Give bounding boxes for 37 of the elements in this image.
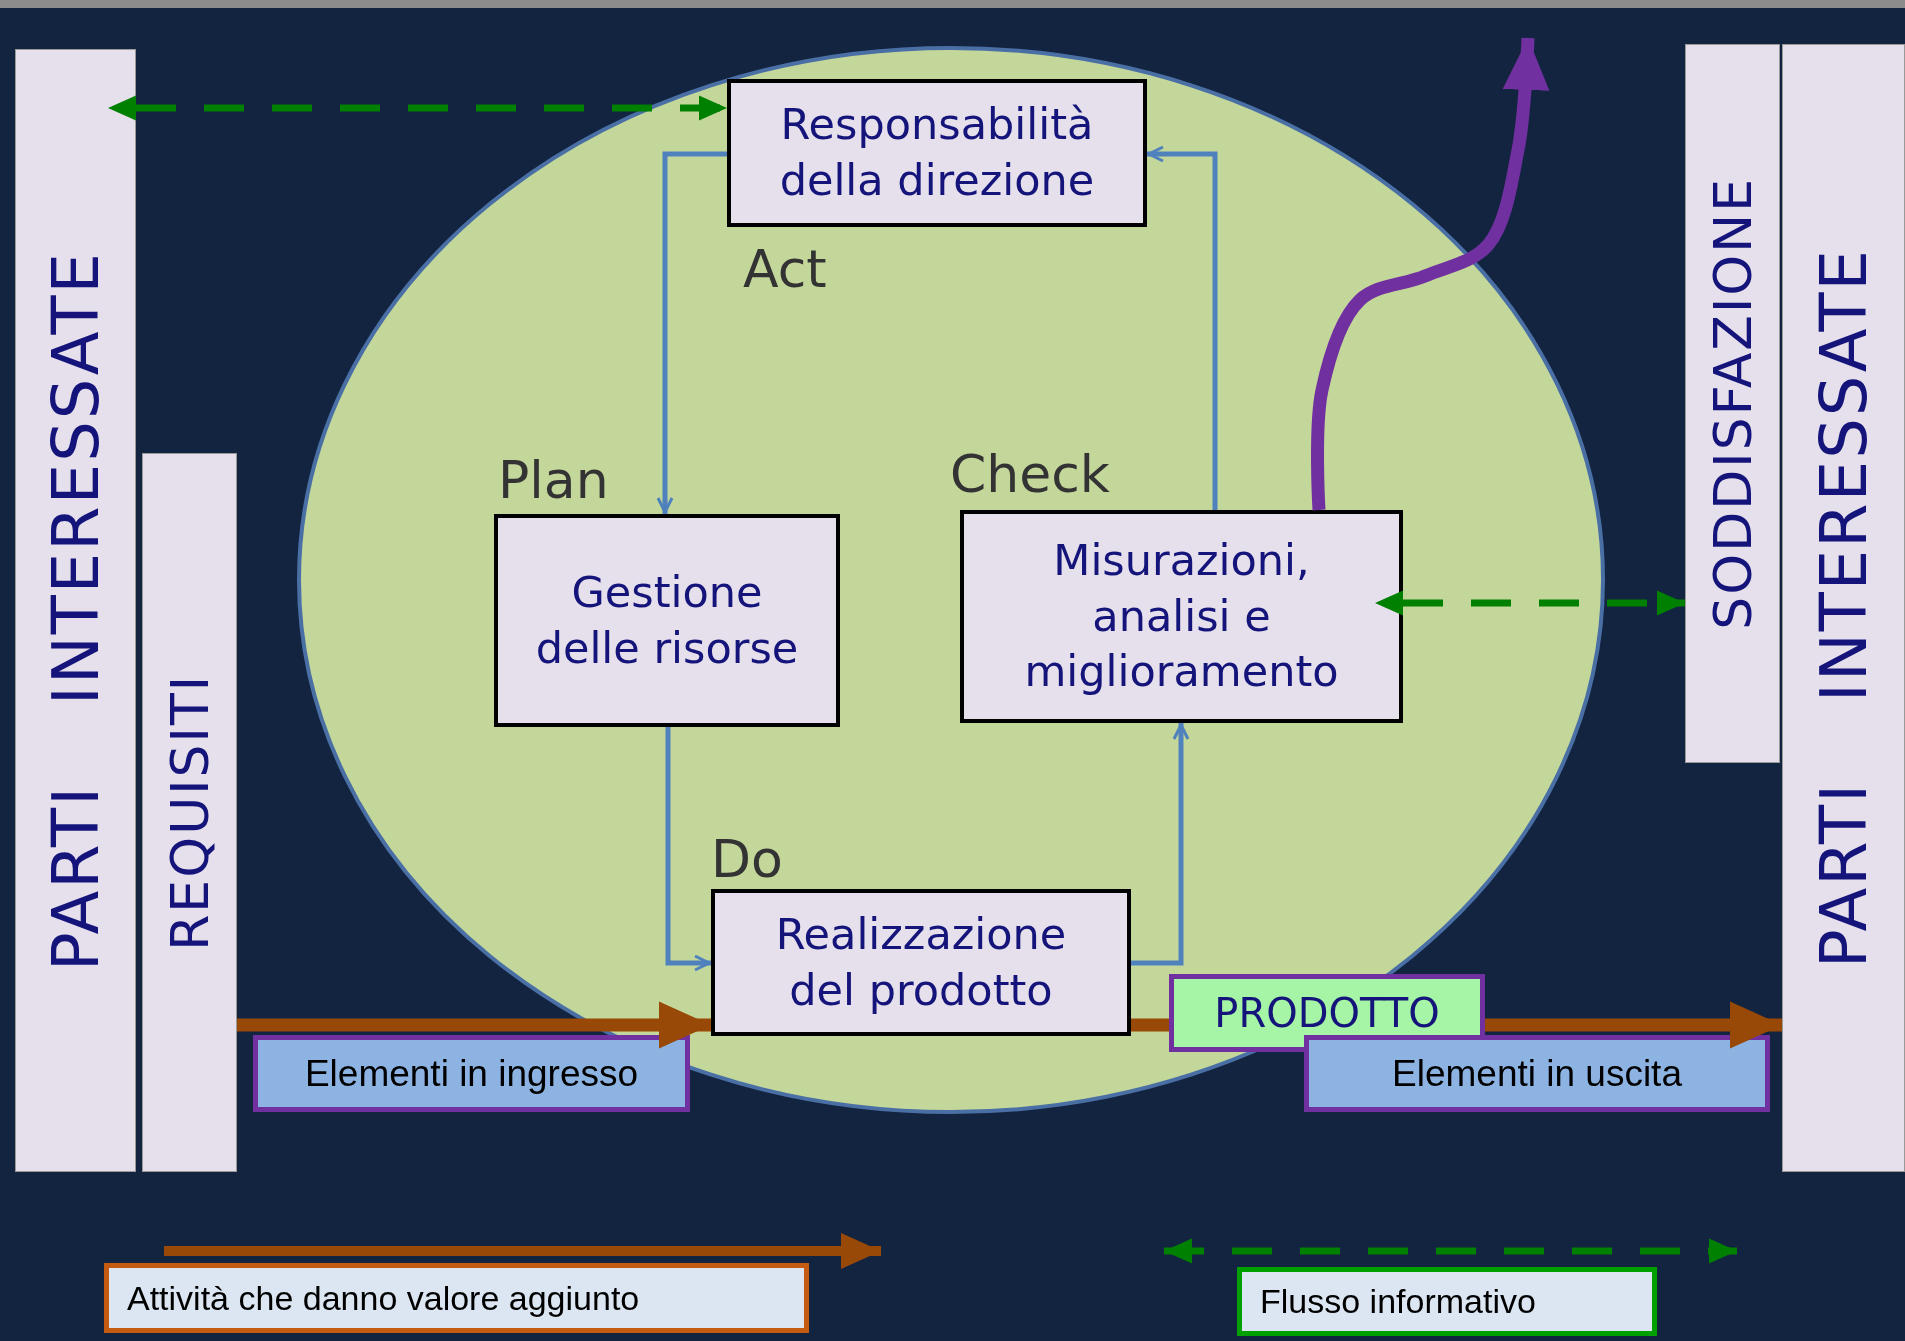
phase-label: Check	[950, 444, 1110, 504]
process-box	[727, 79, 1147, 227]
node-text: Gestione delle risorse	[534, 565, 800, 675]
node-text: Elementi in ingresso	[304, 1052, 639, 1095]
process-box	[960, 510, 1403, 723]
arrow	[665, 727, 711, 972]
input-box	[253, 1035, 690, 1112]
node-text: Responsabilità della direzione	[778, 98, 1096, 207]
vertical-heading: PARTI INTERESSATE	[38, 250, 113, 971]
arrow	[1311, 37, 1550, 511]
node-text: Elementi in uscita	[1392, 1052, 1682, 1095]
arrow	[237, 1001, 711, 1049]
connector-line	[1131, 1018, 1169, 1032]
vertical-heading: REQUISITI	[159, 674, 220, 951]
arrow	[656, 151, 727, 514]
arrow	[1147, 145, 1218, 510]
side-panel	[142, 453, 237, 1172]
vertical-heading: SODDISFAZIONE	[1702, 177, 1763, 630]
side-panel	[1685, 44, 1780, 763]
node-text: PRODOTTO	[1214, 990, 1440, 1036]
phase-label: Act	[743, 239, 827, 299]
side-panel	[15, 49, 136, 1172]
legend-label: Flusso informativo	[1237, 1267, 1657, 1336]
arrow	[1131, 723, 1190, 966]
node-text: Misurazioni, analisi e miglioramento	[1023, 533, 1340, 699]
dashed-arrow	[1375, 590, 1685, 616]
phase-label: Plan	[498, 450, 609, 510]
process-box	[494, 514, 840, 727]
output-box	[1304, 1035, 1770, 1112]
arrow	[1485, 1001, 1782, 1049]
vertical-heading: PARTI INTERESSATE	[1806, 248, 1881, 968]
side-panel	[1782, 44, 1905, 1172]
phase-label: Do	[711, 829, 783, 889]
node-text: Realizzazione del prodotto	[774, 907, 1068, 1017]
legend-label: Attività che danno valore aggiunto	[104, 1263, 809, 1333]
dashed-arrow	[108, 95, 727, 121]
process-box	[711, 889, 1131, 1036]
